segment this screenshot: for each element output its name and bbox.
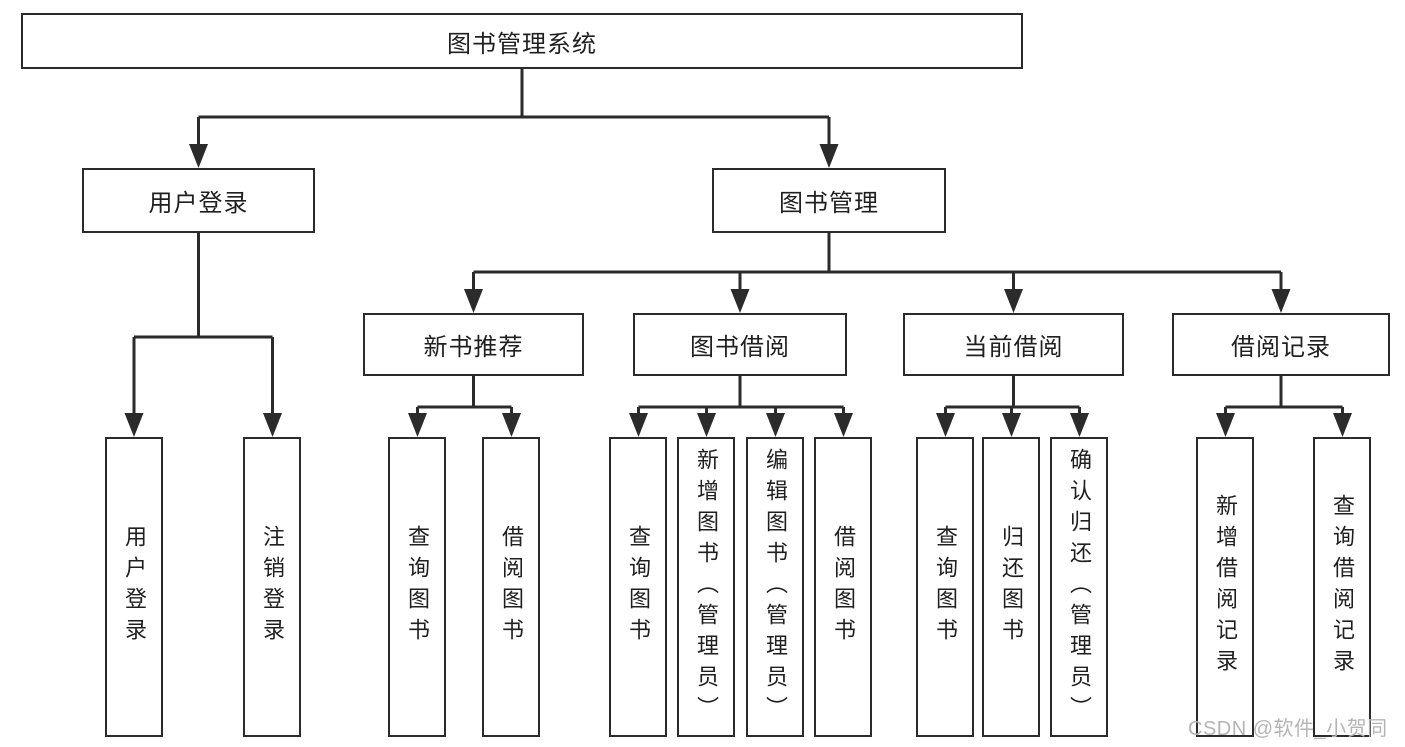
leaf-add-books-admin: 新增图书（管理员）: [677, 437, 735, 737]
leaf-label: 查询图书: [405, 525, 430, 649]
leaf-label: 注销登录: [260, 525, 285, 649]
node-book-borrow-label: 图书借阅: [690, 334, 790, 361]
leaf-query-books-2: 查询图书: [609, 437, 667, 737]
node-user-login-label: 用户登录: [148, 190, 249, 217]
csdn-watermark: CSDN @软件_小贺同学: [1188, 718, 1388, 740]
leaf-confirm-return-admin: 确认归还（管理员）: [1050, 437, 1108, 737]
leaf-label: 归还图书: [999, 525, 1024, 649]
leaf-label: 编辑图书（管理员）: [763, 447, 788, 727]
leaf-add-borrow-record: 新增借阅记录: [1196, 437, 1254, 737]
node-borrow-records: 借阅记录: [1172, 313, 1390, 376]
leaf-label: 借阅图书: [831, 525, 856, 649]
leaf-label: 用户登录: [122, 525, 147, 649]
leaf-borrow-books-2: 借阅图书: [814, 437, 872, 737]
node-new-books: 新书推荐: [363, 313, 584, 376]
leaf-user-login: 用户登录: [105, 437, 163, 737]
leaf-borrow-books-1: 借阅图书: [482, 437, 540, 737]
node-book-management-label: 图书管理: [779, 190, 879, 217]
node-borrow-records-label: 借阅记录: [1231, 334, 1331, 361]
node-root-label: 图书管理系统: [447, 30, 597, 58]
leaf-label: 查询图书: [933, 525, 958, 649]
leaf-return-books: 归还图书: [982, 437, 1040, 737]
leaf-edit-books-admin: 编辑图书（管理员）: [746, 437, 804, 737]
arrowheads: [124, 144, 1352, 437]
leaf-label: 查询图书: [626, 525, 651, 649]
leaf-label: 新增图书（管理员）: [694, 447, 719, 727]
node-book-borrow: 图书借阅: [633, 313, 847, 376]
leaf-query-books-3: 查询图书: [916, 437, 974, 737]
leaf-label: 借阅图书: [499, 525, 524, 649]
node-user-login: 用户登录: [82, 168, 315, 233]
leaf-label: 新增借阅记录: [1213, 494, 1238, 680]
leaf-label: 确认归还（管理员）: [1067, 447, 1092, 727]
leaf-logout: 注销登录: [243, 437, 301, 737]
node-new-books-label: 新书推荐: [423, 334, 524, 361]
leaf-query-books-1: 查询图书: [388, 437, 446, 737]
node-book-management: 图书管理: [712, 168, 946, 233]
node-root: 图书管理系统: [21, 13, 1023, 69]
leaf-label: 查询借阅记录: [1330, 494, 1355, 680]
node-current-borrow-label: 当前借阅: [963, 334, 1064, 361]
node-current-borrow: 当前借阅: [903, 313, 1124, 376]
leaf-query-borrow-record: 查询借阅记录: [1313, 437, 1371, 737]
